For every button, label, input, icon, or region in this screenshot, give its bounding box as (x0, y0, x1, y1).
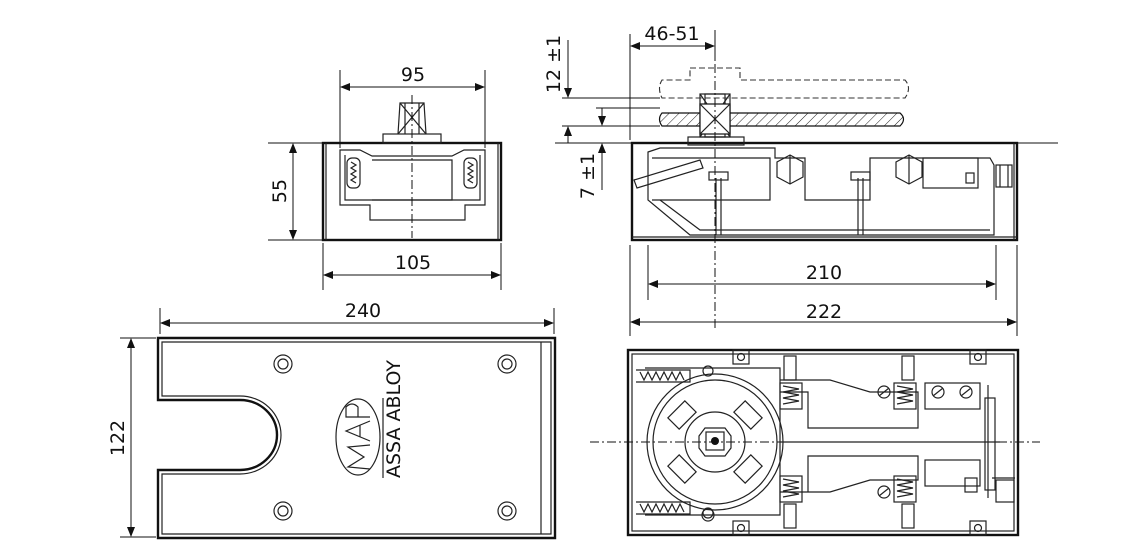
dim-label-95: 95 (401, 64, 425, 86)
dim-label-46-51: 46-51 (644, 23, 699, 45)
cover-plate-view: ASSA ABLOY (120, 308, 557, 540)
side-view (555, 30, 1058, 336)
dim-label-210: 210 (806, 262, 842, 284)
dim-label-240: 240 (345, 300, 381, 322)
brand-text: ASSA ABLOY (383, 360, 405, 478)
front-view (268, 70, 503, 290)
dim-label-122: 122 (107, 420, 129, 456)
front-housing (321, 141, 503, 242)
dim-label-55: 55 (269, 179, 291, 203)
top-view (590, 348, 1040, 537)
cover-plate (156, 336, 557, 540)
dim-label-12: 12 ±1 (543, 35, 565, 93)
brand-logo (335, 398, 381, 476)
dim-label-7: 7 ±1 (577, 153, 599, 199)
dim-label-222: 222 (806, 301, 842, 323)
side-housing (630, 141, 1019, 242)
dim-label-105: 105 (395, 252, 431, 274)
